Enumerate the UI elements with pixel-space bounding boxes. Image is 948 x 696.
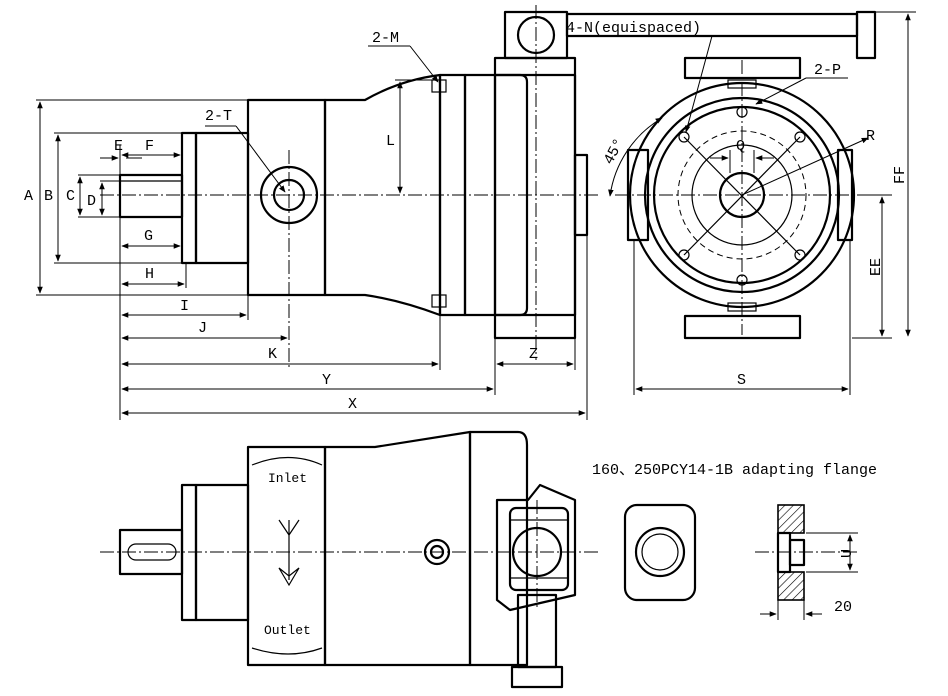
end-view [615,56,865,340]
dim-label-Z: Z [529,346,538,363]
angle-label: 45° [601,136,629,168]
inlet-label: Inlet [268,471,307,486]
side-view-dimensions: A B C D E F G H I [24,20,701,420]
dim-label-S: S [737,372,746,389]
dim-label-J: J [198,320,207,337]
dim-label-A: A [24,188,33,205]
dim-label-H: H [145,266,154,283]
dim-label-Q: Q [736,138,745,155]
label-4-N: 4-N(equispaced) [566,20,701,37]
dim-label-R: R [866,128,875,145]
top-view: Inlet Outlet [100,430,600,689]
dim-label-B: B [44,188,53,205]
dim-label-FF: FF [892,166,909,184]
dim-label-D: D [87,193,96,210]
dim-label-20: 20 [834,599,852,616]
dim-label-EE: EE [868,258,885,276]
outlet-label: Outlet [264,623,311,638]
dim-label-I: I [180,298,189,315]
dim-label-L: L [386,133,395,150]
dim-label-Y: Y [322,372,331,389]
label-2-T: 2-T [205,108,232,125]
label-2-M: 2-M [372,30,399,47]
dim-label-U: U [839,549,856,558]
dim-label-G: G [144,228,153,245]
label-2-P: 2-P [814,62,841,79]
dim-label-X: X [348,396,357,413]
flange-caption: 160、250PCY14-1B adapting flange [592,462,877,479]
adapting-flange: 160、250PCY14-1B adapting flange U 20 [592,462,877,620]
dim-label-F: F [145,138,154,155]
dim-label-K: K [268,346,277,363]
dim-label-E: E [114,138,123,155]
dim-label-C: C [66,188,75,205]
